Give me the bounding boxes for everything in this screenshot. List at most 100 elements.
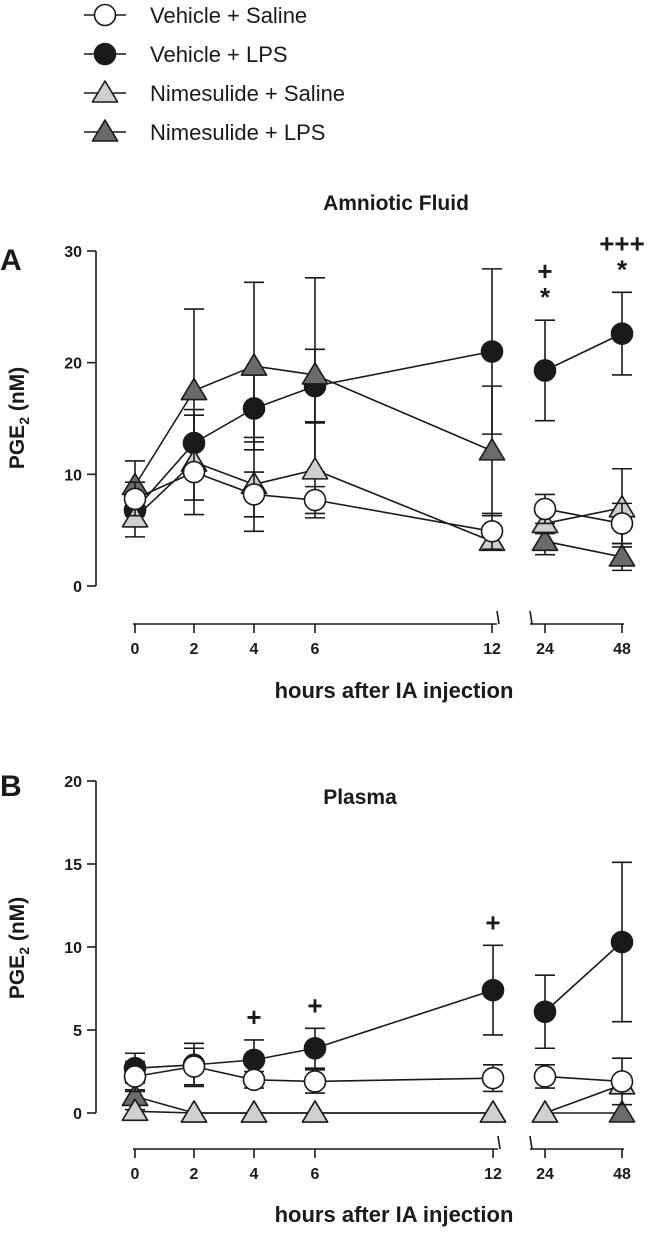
data-point: [481, 978, 505, 1002]
legend-label: Nimesulide + LPS: [150, 120, 325, 145]
legend-label: Vehicle + Saline: [150, 3, 307, 28]
series-nimesulide-lps: [121, 276, 636, 572]
panel-b-letter: B: [0, 770, 22, 803]
data-point: [610, 322, 634, 345]
data-point: [180, 1100, 208, 1123]
data-point: [301, 362, 329, 385]
panel-b-ylabel: PGE2 (nM): [6, 897, 32, 999]
significance-marker: +: [246, 1002, 261, 1032]
data-point: [533, 1065, 557, 1088]
data-point: [533, 497, 557, 521]
x-axis-break-mark: [496, 610, 500, 625]
panel-a-ylabel: PGE2 (nM): [6, 367, 32, 469]
x-axis-break-mark: [529, 610, 533, 625]
series-line: [544, 508, 623, 525]
series-line: [544, 941, 623, 1013]
panel-b-title: Plasma: [323, 786, 397, 809]
series-vehicle-saline: [123, 443, 634, 550]
data-point: [123, 1065, 147, 1088]
x-tick-label: 48: [613, 641, 631, 658]
x-tick-label: 4: [250, 1166, 259, 1183]
legend-item: Nimesulide + Saline: [84, 80, 345, 106]
y-tick-label: 15: [64, 857, 82, 874]
x-tick-label: 6: [311, 1166, 320, 1183]
data-point: [303, 1036, 327, 1060]
x-tick-label: 4: [250, 641, 259, 658]
y-tick-label: 20: [64, 356, 82, 373]
legend-item: Vehicle + Saline: [84, 3, 307, 28]
data-point: [533, 1000, 557, 1024]
y-tick-label: 20: [64, 774, 82, 791]
series-vehicle-saline: [123, 1047, 634, 1106]
panel-a: A Amniotic Fluid hours after IA injectio…: [0, 192, 645, 703]
x-tick-label: 6: [311, 641, 320, 658]
legend-circle-marker: [93, 42, 117, 66]
data-point: [301, 457, 329, 480]
data-point: [608, 544, 636, 567]
y-tick-label: 10: [64, 940, 82, 957]
legend-triangle-marker: [91, 119, 119, 142]
data-point: [533, 359, 557, 382]
data-point: [242, 1068, 266, 1092]
data-point: [121, 1098, 149, 1122]
x-tick-label: 48: [613, 1166, 631, 1183]
panel-a-title: Amniotic Fluid: [323, 192, 469, 215]
significance-marker: +: [537, 256, 552, 286]
data-point: [182, 1055, 206, 1078]
data-point: [301, 1100, 329, 1123]
data-point: [242, 483, 266, 506]
series-line: [544, 1075, 623, 1083]
data-point: [608, 1100, 636, 1123]
data-point: [123, 487, 147, 511]
data-point: [480, 340, 504, 363]
legend-triangle-marker: [91, 80, 119, 103]
series-line: [544, 332, 623, 372]
data-point: [531, 1100, 559, 1123]
panel-b: B Plasma hours after IA injection PGE2 (…: [0, 770, 636, 1227]
x-tick-label: 2: [190, 641, 199, 658]
data-point: [531, 528, 559, 552]
data-point: [479, 1100, 507, 1123]
legend-label: Nimesulide + Saline: [150, 81, 345, 106]
data-point: [240, 1100, 268, 1123]
legend-label: Vehicle + LPS: [150, 42, 288, 67]
y-tick-label: 30: [64, 244, 82, 261]
panel-a-letter: A: [0, 244, 22, 277]
x-tick-label: 12: [483, 641, 501, 658]
x-tick-label: 24: [536, 641, 554, 658]
data-point: [480, 519, 504, 543]
y-tick-label: 10: [64, 467, 82, 484]
x-tick-label: 12: [484, 1166, 502, 1183]
data-point: [303, 1070, 327, 1093]
series-line: [544, 540, 623, 558]
x-tick-label: 24: [536, 1166, 554, 1183]
series-vehicle-lps: [123, 861, 634, 1088]
x-axis-break-mark: [497, 1135, 501, 1150]
significance-marker: *: [617, 254, 628, 284]
data-point: [180, 377, 208, 401]
data-point: [303, 488, 327, 512]
data-point: [481, 1066, 505, 1090]
x-axis-break-mark: [529, 1135, 533, 1150]
y-tick-label: 0: [73, 579, 82, 596]
data-point: [240, 353, 268, 376]
significance-marker: +: [485, 907, 500, 937]
significance-marker: +: [307, 990, 322, 1020]
data-point: [478, 438, 506, 461]
significance-marker: *: [540, 282, 551, 312]
x-tick-label: 0: [131, 1166, 140, 1183]
data-point: [610, 930, 634, 954]
legend-circle-marker: [93, 3, 117, 27]
significance-marker: +++: [599, 228, 645, 258]
x-tick-label: 0: [131, 641, 140, 658]
panel-b-xlabel: hours after IA injection: [275, 1202, 514, 1227]
panel-a-xlabel: hours after IA injection: [275, 678, 514, 703]
data-point: [182, 460, 206, 484]
series-line: [544, 1084, 623, 1114]
x-tick-label: 2: [190, 1166, 199, 1183]
y-tick-label: 5: [73, 1023, 82, 1040]
data-point: [610, 1070, 634, 1093]
